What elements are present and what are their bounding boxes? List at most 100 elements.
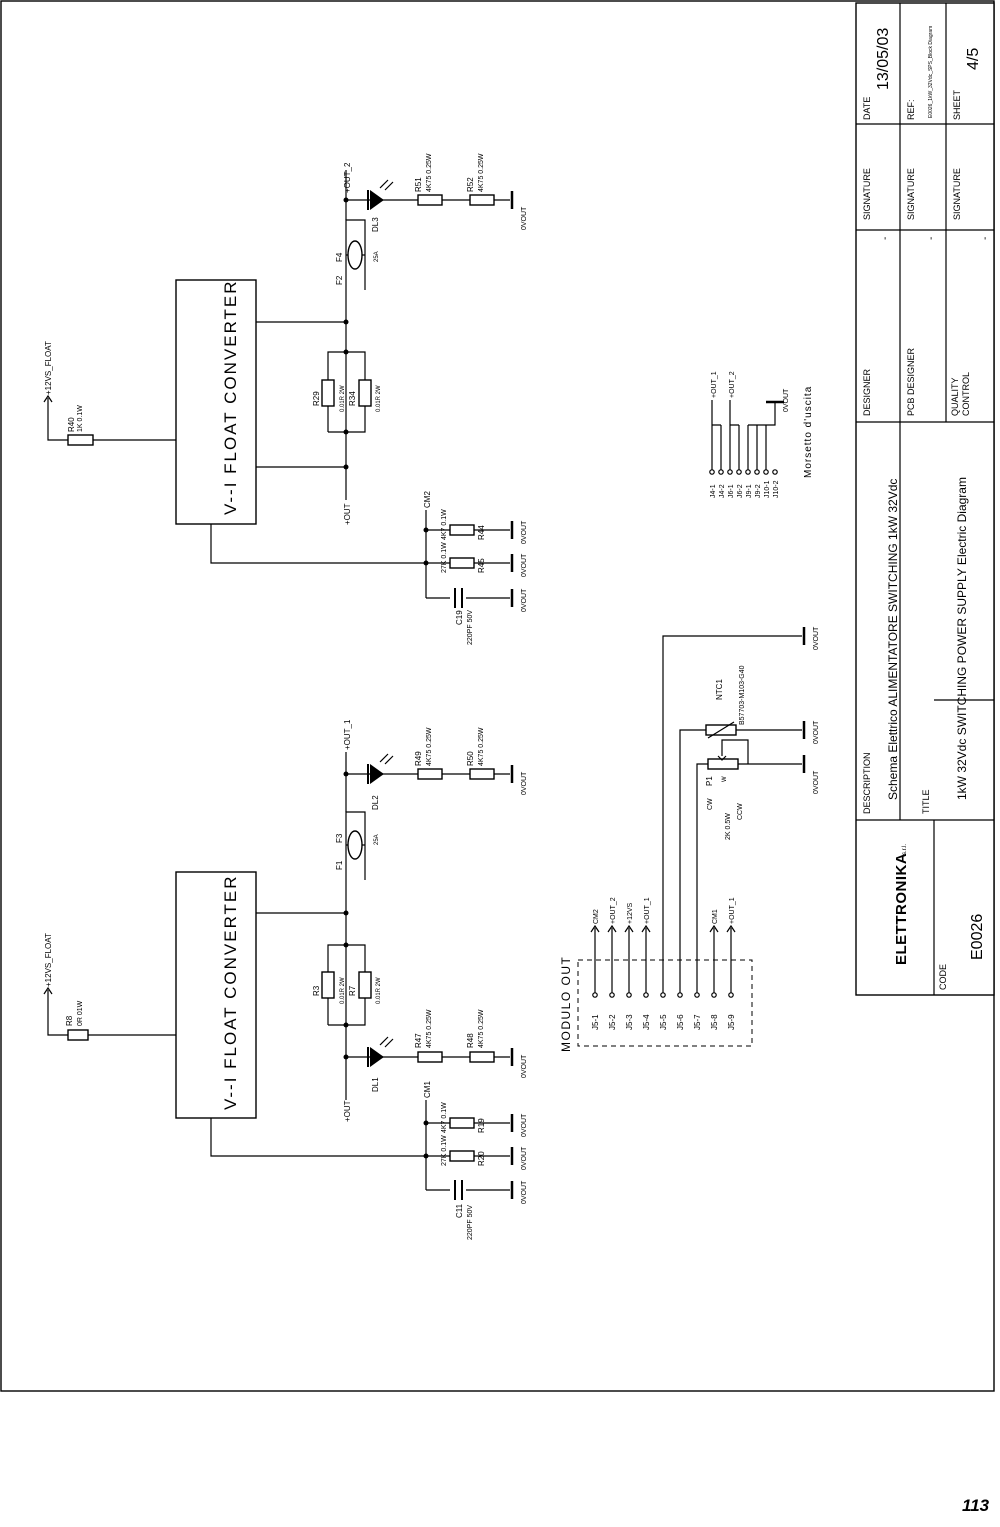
out1-label: +OUT_1	[343, 719, 352, 750]
f2-label: F2	[335, 275, 344, 285]
r20-value: 27K 0.1W	[441, 1135, 448, 1166]
title-block: DATE 13/05/03 REF: E0026_1kW_32Vdc_SPS_B…	[855, 2, 995, 996]
r29-label: R29	[312, 391, 321, 406]
r3-label: R3	[312, 985, 321, 996]
description-label: DESCRIPTION	[862, 752, 872, 814]
term-label-7: J10-1	[764, 480, 771, 498]
qc-label-2: CONTROL	[961, 372, 971, 416]
designer-label: DESIGNER	[862, 368, 872, 416]
term-circles	[709, 469, 778, 475]
j5-net-out1a: +OUT_1	[644, 897, 651, 924]
r50-label: R50	[466, 751, 475, 766]
j5-net-cm1: CM1	[712, 909, 719, 924]
r47-label: R47	[414, 1033, 423, 1048]
term-label-8: J10-2	[773, 480, 780, 498]
j5-net-12vs: +12VS	[627, 902, 634, 924]
cm2-label-top: CM2	[423, 491, 432, 508]
c19-value: 220PF 50V	[467, 610, 474, 645]
r40-label: R40	[67, 417, 76, 432]
ovout-top-3: 0VOUT	[521, 553, 528, 577]
ovout-top-1: 0VOUT	[521, 206, 528, 230]
p1-w: W	[722, 776, 728, 782]
j5-net-out1b: +OUT_1	[729, 897, 736, 924]
r44-label: R44	[477, 525, 486, 540]
plus-out-bottom: +OUT	[343, 1100, 352, 1122]
r19-value: 4K7 0.1W	[441, 1102, 448, 1133]
r49-value: 4K75 0.25W	[426, 727, 433, 766]
supply-bottom-label: +12VS_FLOAT	[44, 933, 53, 987]
title-value: 1kW 32Vdc SWITCHING POWER SUPPLY Electri…	[955, 477, 969, 800]
logo-text: ELETTRONIKA	[893, 853, 910, 965]
r49-label: R49	[414, 751, 423, 766]
ovout-bot-1: 0VOUT	[521, 1054, 528, 1078]
f1-label: F1	[335, 860, 344, 870]
sig-dash-2: -	[926, 237, 937, 240]
r8-value: 0R 01W	[77, 1000, 84, 1026]
term-label-3: J6-1	[728, 484, 735, 498]
term-label-6: J9-2	[755, 484, 762, 498]
j5-net-cm2: CM2	[593, 909, 600, 924]
bias-top: CM2 4K7 0.1W R44 27K 0.1W R45 C19 220PF …	[210, 491, 528, 645]
sheet-label: SHEET	[952, 89, 962, 120]
r51-label: R51	[414, 177, 423, 192]
j5-pin-8: J5-8	[710, 1014, 719, 1030]
f-top-value: 25A	[374, 251, 380, 262]
r19-label: R19	[477, 1118, 486, 1133]
r3-value: 0.01R 2W	[340, 977, 346, 1004]
ref-value: E0026_1kW_32Vdc_SPS_Block Diagram	[928, 26, 934, 118]
dl2-label: DL2	[371, 795, 380, 810]
output-terminals: +OUT_1 +OUT_2 0VOUT J4-1 J4-2 J6-1 J6-2 …	[709, 371, 814, 498]
r7-label: R7	[348, 985, 357, 996]
term-label-5: J9-1	[746, 484, 753, 498]
j5-pin-4: J5-4	[642, 1014, 651, 1030]
sheet-value: 4/5	[965, 48, 982, 70]
r48-value: 4K75 0.25W	[478, 1009, 485, 1048]
description-value: Schema Elettrico ALIMENTATORE SWITCHING …	[886, 479, 900, 800]
f-bot-value: 25A	[374, 834, 380, 845]
drawing-border	[0, 0, 995, 1392]
dl1-label: DL1	[371, 1077, 380, 1092]
term-label-2: J4-2	[719, 484, 726, 498]
j5-pin-5: J5-5	[659, 1014, 668, 1030]
j5-pin-1: J5-1	[591, 1014, 600, 1030]
converter-block-top: V--I FLOAT CONVERTER	[175, 279, 257, 525]
term-label-1: J4-1	[710, 484, 717, 498]
f4-label: F4	[335, 252, 344, 262]
r52-value: 4K75 0.25W	[478, 153, 485, 192]
pcb-designer-label: PCB DESIGNER	[906, 347, 916, 416]
term-net-ovout: 0VOUT	[783, 388, 790, 412]
out2-label: +OUT_2	[343, 162, 352, 193]
sig-label-1: SIGNATURE	[862, 168, 872, 220]
r44-value: 4K7 0.1W	[441, 509, 448, 540]
plus-out-top: +OUT	[343, 503, 352, 525]
j5-pin-2: J5-2	[608, 1014, 617, 1030]
shunt-bottom: R3 0.01R 2W R7 0.01R 2W +OUT DL1 R47 4K7…	[256, 880, 528, 1122]
supply-top-label: +12VS_FLOAT	[44, 341, 53, 395]
r34-value: 0.01R 2W	[376, 385, 382, 412]
j5-net-out2: +OUT_2	[610, 897, 617, 924]
r8-input: R8 0R 01W +12VS_FLOAT	[43, 933, 176, 1041]
sig-dash-1: -	[880, 237, 891, 240]
converter-block-bottom: V--I FLOAT CONVERTER	[175, 871, 257, 1119]
title-label: TITLE	[921, 789, 931, 814]
ovout-top-4: 0VOUT	[521, 588, 528, 612]
date-label: DATE	[862, 97, 872, 120]
page-number: 113	[962, 1496, 990, 1515]
r50-value: 4K75 0.25W	[478, 727, 485, 766]
j5-pin-3: J5-3	[625, 1014, 634, 1030]
converter-label-bottom: V--I FLOAT CONVERTER	[221, 874, 240, 1110]
r45-label: R45	[477, 558, 486, 573]
cm1-label-bottom: CM1	[423, 1081, 432, 1098]
ovout-j5-5: 0VOUT	[813, 626, 820, 650]
r47-value: 4K75 0.25W	[426, 1009, 433, 1048]
p1-ccw: CCW	[737, 803, 744, 820]
ovout-bot-4: 0VOUT	[521, 1146, 528, 1170]
shunt-top: R29 0.01R 2W R34 0.01R 2W +OUT	[256, 290, 382, 525]
fuse-led-bottom: F1 F3 25A DL2 +OUT_1 R49 4K75 0.25W R50 …	[335, 719, 528, 880]
sig-dash-3: -	[980, 237, 991, 240]
r40-input: R40 1K 0.1W +12VS_FLOAT	[43, 341, 176, 446]
p1-label: P1	[705, 776, 714, 786]
ovout-bot-2: 0VOUT	[521, 771, 528, 795]
ovout-ntc: 0VOUT	[813, 720, 820, 744]
